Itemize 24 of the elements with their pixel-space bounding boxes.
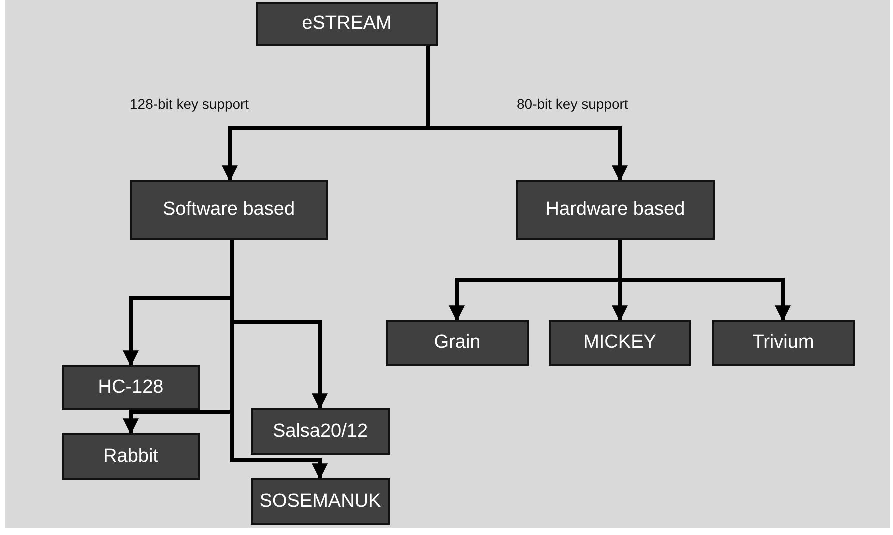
node-label: HC-128 <box>98 376 164 398</box>
node-label: SOSEMANUK <box>260 490 382 512</box>
process-box <box>549 320 691 366</box>
node-label: MICKEY <box>584 332 656 354</box>
node-label: Trivium <box>752 332 814 354</box>
node-label: Software based <box>162 199 296 221</box>
process-box <box>256 2 438 46</box>
process-box <box>62 433 200 480</box>
edge-label: 80-bit key support <box>515 96 630 112</box>
node-label: eSTREAM <box>302 13 392 35</box>
process-box <box>712 320 855 366</box>
process-box <box>251 478 390 525</box>
node-label: Hardware based <box>546 199 686 221</box>
node-label: Grain <box>434 332 481 354</box>
process-box <box>386 320 529 366</box>
process-box <box>62 365 200 410</box>
node-label: Rabbit <box>104 446 158 468</box>
process-box <box>130 180 328 240</box>
edge-label: 128-bit key support <box>128 96 252 112</box>
arrow <box>426 46 628 182</box>
arrow <box>230 240 328 480</box>
process-box <box>516 180 715 240</box>
node-label: Salsa20/12 <box>272 420 368 442</box>
process-box <box>251 408 390 455</box>
